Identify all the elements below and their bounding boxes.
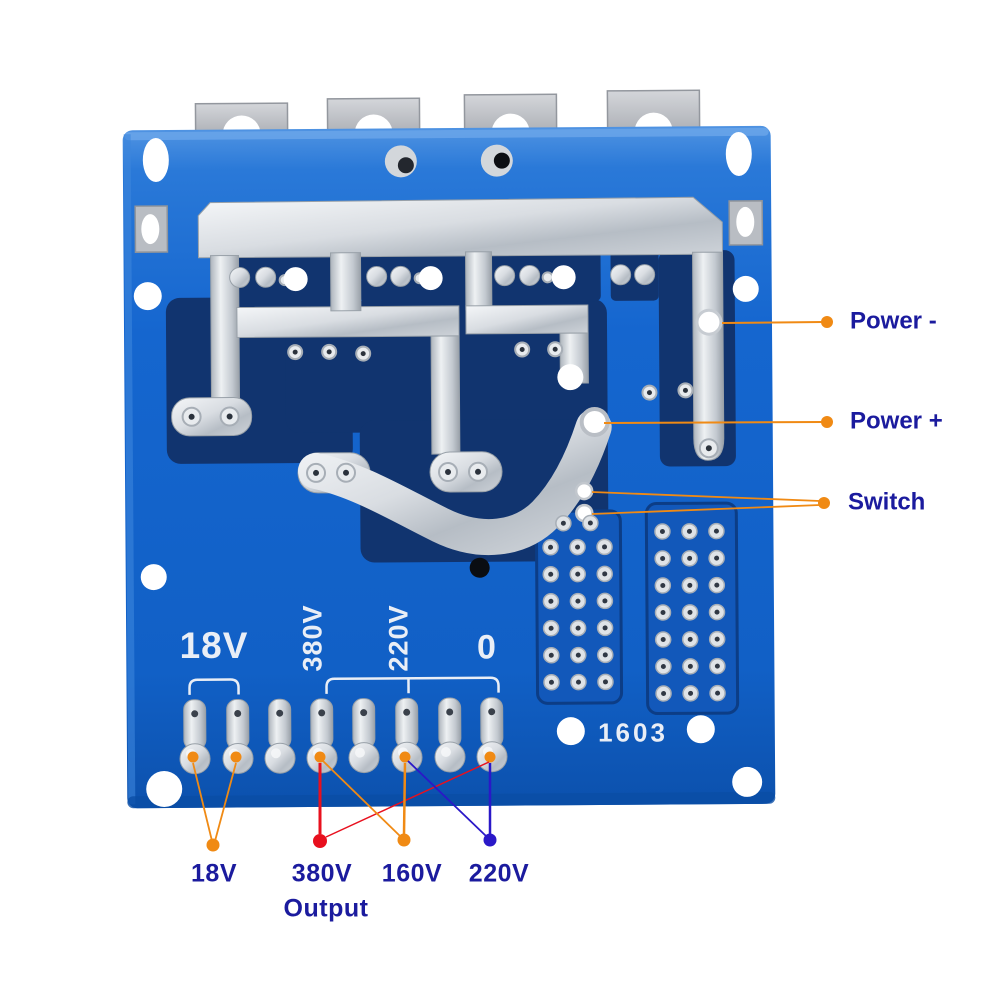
- power-plus-hole: [579, 406, 610, 437]
- edge-pads: [134, 200, 764, 253]
- solder-pin: [434, 697, 466, 773]
- silkscreen-220v: 220V: [383, 604, 414, 672]
- tap-18v-label: 18V: [191, 859, 237, 888]
- switch-hole: [574, 481, 594, 501]
- power-minus-hole: [695, 308, 723, 336]
- silkscreen-0: 0: [477, 628, 497, 667]
- mounting-holes: [133, 131, 763, 808]
- solder-pin: [179, 699, 211, 775]
- pad-grid: [542, 514, 614, 691]
- solder-pin: [264, 698, 296, 774]
- tap-220v-label: 220V: [468, 859, 530, 888]
- power-plus-label: Power +: [850, 407, 943, 435]
- silkscreen-18v: 18V: [179, 625, 249, 666]
- black-hole: [469, 557, 490, 578]
- silkscreen-380v: 380V: [297, 604, 328, 672]
- tap-380v-sub-label: Output: [283, 894, 369, 923]
- through-hole-pads: [181, 271, 719, 483]
- power-minus-label: Power -: [850, 307, 937, 335]
- pad-grid: [654, 522, 726, 702]
- pin-markers: [187, 751, 496, 763]
- silkscreen-1603: 1603: [598, 717, 668, 748]
- silkscreen-brackets: [188, 676, 500, 695]
- circuit-board: [122, 89, 776, 809]
- lead-holes: [384, 144, 513, 178]
- switch-label: Switch: [848, 488, 926, 516]
- tap-380v-label: 380V: [291, 859, 353, 888]
- callout-lines: [187, 316, 833, 852]
- solder-pin: [222, 698, 254, 774]
- solder-pin: [348, 698, 380, 774]
- tap-160v-label: 160V: [381, 859, 443, 888]
